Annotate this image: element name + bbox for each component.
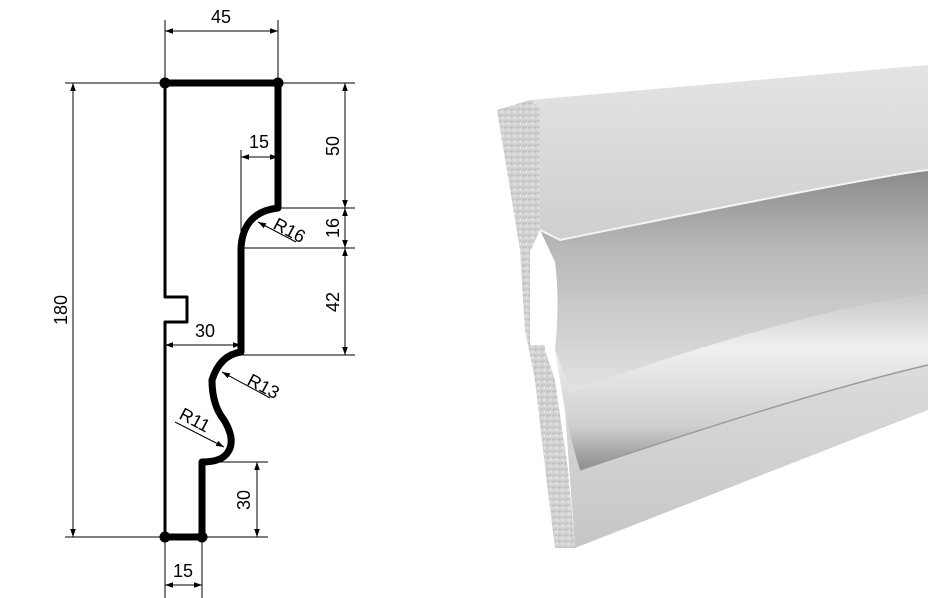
dim-width-45: 45: [211, 7, 231, 27]
dim-depth-30: 30: [195, 321, 215, 341]
dim-middle-42: 42: [323, 292, 343, 312]
top-face: [530, 65, 928, 240]
dim-step-15: 15: [249, 132, 269, 152]
bead-face: [555, 295, 928, 470]
molding-3d-render: [497, 65, 928, 548]
radius-r16: R16: [270, 214, 309, 247]
bottom-face: [565, 365, 928, 548]
foam-end-face: [497, 100, 575, 548]
dim-bottom-width-15: 15: [173, 561, 193, 581]
dimension-labels: 45 180 50 16 42 15 30 30 15 R16 R13 R11: [51, 7, 343, 581]
dim-top-flat-50: 50: [323, 136, 343, 156]
radius-r13: R13: [244, 370, 283, 403]
dim-cove-16: 16: [323, 218, 343, 238]
dimension-lines: [65, 20, 355, 598]
radius-r11: R11: [176, 404, 213, 437]
cove-face: [540, 170, 928, 392]
dim-bottom-30: 30: [234, 490, 254, 510]
dim-height-180: 180: [51, 295, 71, 325]
